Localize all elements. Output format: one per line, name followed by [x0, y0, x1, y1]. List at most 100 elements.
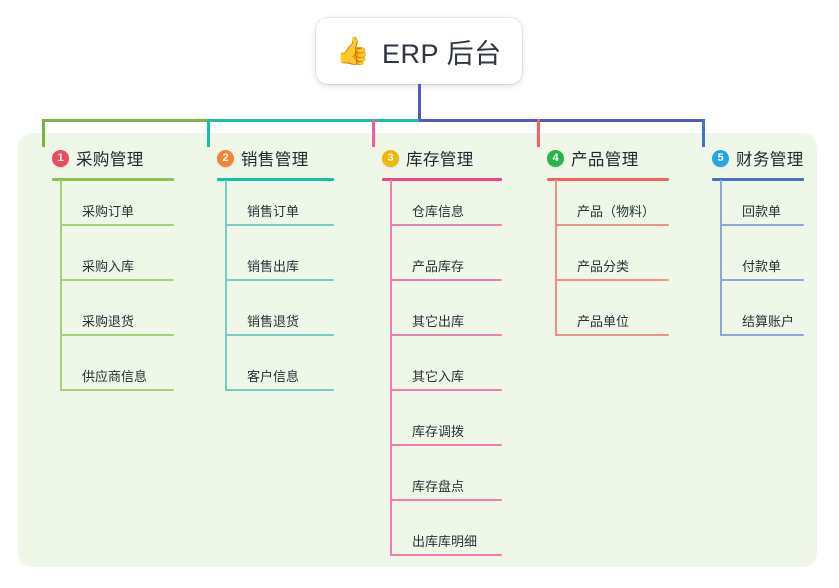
leaf-node[interactable]: 采购入库 — [60, 247, 174, 281]
leaf-underline — [390, 224, 502, 226]
branch-spine — [555, 180, 557, 336]
branch-underline — [712, 178, 804, 181]
leaf-underline — [225, 334, 334, 336]
branch-header-4[interactable]: 4 产品管理 — [525, 146, 677, 170]
leaf-node[interactable]: 其它入库 — [390, 357, 502, 391]
branch-spine — [60, 180, 62, 391]
leaf-node[interactable]: 产品（物料） — [555, 192, 669, 226]
branch-header-5[interactable]: 5 财务管理 — [690, 146, 812, 170]
leaf-underline — [60, 279, 174, 281]
branch-number-badge: 3 — [382, 149, 399, 167]
leaf-node[interactable]: 库存调拨 — [390, 412, 502, 446]
bus-segment-right — [419, 119, 705, 122]
leaf-node[interactable]: 产品单位 — [555, 302, 669, 336]
leaf-label: 付款单 — [742, 259, 782, 274]
leaf-label: 产品单位 — [577, 314, 630, 329]
leaf-node[interactable]: 供应商信息 — [60, 357, 174, 391]
branch-title: 库存管理 — [406, 151, 474, 169]
leaf-node[interactable]: 付款单 — [720, 247, 804, 281]
branch-stem-4 — [537, 119, 540, 147]
leaf-underline — [720, 224, 804, 226]
leaf-underline — [555, 334, 669, 336]
branch-spine — [390, 180, 392, 556]
branch-underline — [52, 178, 174, 181]
branch-spine — [225, 180, 227, 391]
branch-stem-3 — [372, 119, 375, 147]
leaf-node[interactable]: 回款单 — [720, 192, 804, 226]
leaf-node[interactable]: 销售退货 — [225, 302, 334, 336]
leaf-label: 供应商信息 — [82, 369, 148, 384]
leaf-label: 其它出库 — [412, 314, 465, 329]
leaf-label: 产品（物料） — [577, 204, 656, 219]
leaf-node[interactable]: 销售订单 — [225, 192, 334, 226]
bus-segment-left — [42, 119, 210, 122]
branch-spine — [720, 180, 722, 336]
leaf-underline — [225, 279, 334, 281]
leaf-node[interactable]: 产品分类 — [555, 247, 669, 281]
leaf-node[interactable]: 销售出库 — [225, 247, 334, 281]
leaf-underline — [390, 389, 502, 391]
leaf-underline — [60, 389, 174, 391]
leaf-node[interactable]: 客户信息 — [225, 357, 334, 391]
leaf-underline — [390, 444, 502, 446]
leaf-label: 库存调拨 — [412, 424, 465, 439]
leaf-label: 销售订单 — [247, 204, 300, 219]
leaf-label: 其它入库 — [412, 369, 465, 384]
branch-column-2: 2 销售管理销售订单销售出库销售退货客户信息 — [195, 146, 342, 391]
leaf-label: 销售出库 — [247, 259, 300, 274]
leaf-label: 出库库明细 — [412, 534, 478, 549]
leaf-underline — [390, 554, 502, 556]
branch-header-2[interactable]: 2 销售管理 — [195, 146, 342, 170]
leaf-underline — [60, 224, 174, 226]
leaf-label: 采购订单 — [82, 204, 135, 219]
branch-stem-1 — [42, 119, 45, 147]
branch-number-badge: 4 — [547, 149, 564, 167]
branch-number-badge: 5 — [712, 149, 729, 167]
branch-number-badge: 2 — [217, 149, 234, 167]
leaf-underline — [720, 279, 804, 281]
branch-title: 财务管理 — [736, 151, 804, 169]
leaf-label: 采购退货 — [82, 314, 135, 329]
root-node[interactable]: 👍 ERP 后台 — [316, 18, 522, 84]
root-title: ERP 后台 — [382, 38, 502, 69]
leaf-node[interactable]: 仓库信息 — [390, 192, 502, 226]
branch-underline — [382, 178, 502, 181]
leaf-label: 结算账户 — [742, 314, 795, 329]
leaf-underline — [60, 334, 174, 336]
leaf-node[interactable]: 产品库存 — [390, 247, 502, 281]
branch-title: 采购管理 — [76, 151, 144, 169]
leaf-node[interactable]: 库存盘点 — [390, 467, 502, 501]
leaf-label: 产品库存 — [412, 259, 465, 274]
branch-header-1[interactable]: 1 采购管理 — [30, 146, 182, 170]
branch-underline — [547, 178, 669, 181]
leaf-underline — [390, 334, 502, 336]
leaf-label: 客户信息 — [247, 369, 300, 384]
branches-panel — [18, 133, 817, 567]
leaf-node[interactable]: 采购退货 — [60, 302, 174, 336]
leaf-underline — [390, 499, 502, 501]
leaf-label: 销售退货 — [247, 314, 300, 329]
bus-segment-mid — [207, 119, 421, 122]
branch-header-3[interactable]: 3 库存管理 — [360, 146, 510, 170]
leaf-node[interactable]: 出库库明细 — [390, 522, 502, 556]
branch-column-4: 4 产品管理产品（物料） 产品分类产品单位 — [525, 146, 677, 336]
leaf-underline — [225, 224, 334, 226]
branch-stem-5 — [702, 119, 705, 147]
leaf-label: 回款单 — [742, 204, 782, 219]
branch-title: 销售管理 — [241, 151, 309, 169]
leaf-underline — [555, 224, 669, 226]
leaf-label: 仓库信息 — [412, 204, 465, 219]
branch-title: 产品管理 — [571, 151, 639, 169]
root-stem-connector — [418, 84, 421, 122]
leaf-node[interactable]: 其它出库 — [390, 302, 502, 336]
thumbs-up-icon: 👍 — [336, 35, 371, 66]
leaf-node[interactable]: 采购订单 — [60, 192, 174, 226]
branch-number-badge: 1 — [52, 149, 69, 167]
leaf-underline — [720, 334, 804, 336]
leaf-node[interactable]: 结算账户 — [720, 302, 804, 336]
branch-column-5: 5 财务管理回款单付款单结算账户 — [690, 146, 812, 336]
branch-underline — [217, 178, 334, 181]
leaf-label: 采购入库 — [82, 259, 135, 274]
leaf-underline — [390, 279, 502, 281]
